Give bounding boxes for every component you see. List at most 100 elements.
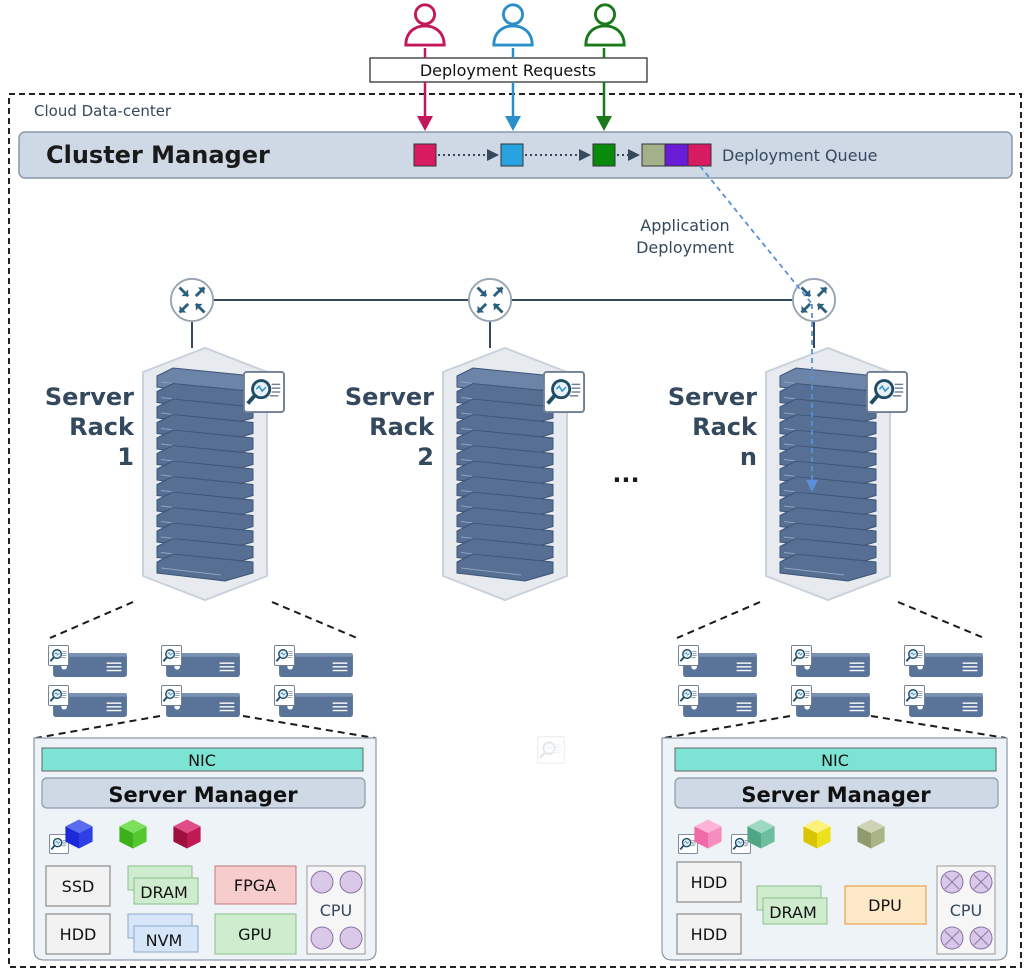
rack-label-1-line1: Server bbox=[45, 383, 134, 411]
cpu-core-icon bbox=[339, 926, 363, 950]
queue-item-blue bbox=[500, 143, 524, 167]
nic-label-right: NIC bbox=[821, 751, 849, 770]
queue-slot-magenta bbox=[687, 143, 712, 167]
request-arrows bbox=[417, 48, 612, 131]
server-monitor-icon bbox=[678, 685, 699, 706]
server-manager-label-left: Server Manager bbox=[108, 783, 298, 807]
deployment-queue-label: Deployment Queue bbox=[722, 146, 878, 165]
rack-1-server-blade bbox=[274, 645, 354, 677]
server-monitor-icon bbox=[274, 685, 295, 706]
nvm-label: NVM bbox=[146, 931, 183, 950]
gpu-box bbox=[214, 913, 297, 955]
user-icon-blue bbox=[492, 3, 534, 47]
deployment-requests-box bbox=[369, 57, 648, 83]
user-icon-green bbox=[584, 3, 626, 47]
rack-1-server-blade bbox=[161, 685, 241, 717]
rack-n-server-blade bbox=[904, 645, 984, 677]
server-monitor-icon bbox=[904, 645, 925, 666]
server-monitor-icon bbox=[274, 645, 295, 666]
nic-bar-left bbox=[41, 747, 364, 772]
user-icon-magenta bbox=[404, 3, 446, 47]
datacenter-boundary bbox=[8, 93, 1022, 968]
dpu-label: DPU bbox=[868, 896, 902, 915]
rack-n-server-blade bbox=[791, 645, 871, 677]
rack-label-2-line2: Rack bbox=[369, 413, 435, 441]
rack-label-n-line3: n bbox=[740, 443, 757, 471]
server-monitor-icon bbox=[161, 645, 182, 666]
rack-1-server-blade bbox=[48, 645, 128, 677]
server-zoom-right bbox=[663, 715, 1007, 739]
rack-label-1-line3: 1 bbox=[117, 443, 134, 471]
rack-1-monitor-icon bbox=[243, 371, 285, 413]
nic-label-left: NIC bbox=[188, 751, 216, 770]
app-deployment-arrow bbox=[699, 165, 818, 492]
rack-n-server-blade bbox=[791, 685, 871, 717]
cpu-core-disabled-icon bbox=[969, 926, 993, 950]
app-deployment-label-line2: Deployment bbox=[636, 238, 734, 257]
dpu-box bbox=[844, 885, 927, 925]
cpu-label-left: CPU bbox=[320, 901, 353, 920]
server-manager-bar-left bbox=[41, 777, 366, 809]
router-icon-1 bbox=[169, 277, 215, 323]
queue-slot-olive bbox=[641, 143, 666, 167]
cpu-core-disabled-icon bbox=[969, 870, 993, 894]
dram-label-left: DRAM bbox=[140, 883, 188, 902]
server-manager-bar-right bbox=[674, 777, 999, 809]
hdd-box-right-1 bbox=[676, 861, 742, 903]
hdd-label-right-2: HDD bbox=[691, 925, 728, 944]
rack-2-monitor-icon bbox=[543, 371, 585, 413]
rack-n-monitor-icon bbox=[866, 371, 908, 413]
router-icon-2 bbox=[467, 277, 513, 323]
rack-1 bbox=[142, 346, 285, 602]
gpu-label: GPU bbox=[238, 925, 272, 944]
server-zoom-left bbox=[35, 715, 376, 739]
server-monitor-icon bbox=[904, 685, 925, 706]
hdd-box-left bbox=[45, 913, 111, 955]
cpu-core-disabled-icon bbox=[940, 870, 964, 894]
cpu-core-icon bbox=[339, 870, 363, 894]
rack-2 bbox=[442, 346, 585, 602]
cpu-core-disabled-icon bbox=[940, 926, 964, 950]
rack-n-server-blade bbox=[678, 645, 758, 677]
rack-n bbox=[765, 346, 908, 602]
server-monitor-icon bbox=[161, 685, 182, 706]
rack-label-n-line1: Server bbox=[668, 383, 757, 411]
dram-module-right bbox=[756, 885, 828, 925]
nvm-module bbox=[127, 913, 199, 953]
hdd-box-right-2 bbox=[676, 913, 742, 955]
server-monitor-icon bbox=[678, 645, 699, 666]
rack-label-2-line1: Server bbox=[345, 383, 434, 411]
hdd-label-left: HDD bbox=[60, 925, 97, 944]
fpga-box bbox=[214, 865, 297, 905]
rack-n-server-blade bbox=[678, 685, 758, 717]
rack-1-server-blade bbox=[48, 685, 128, 717]
rack-label-2: Server Rack 2 bbox=[345, 383, 435, 471]
queue-slot-purple bbox=[664, 143, 689, 167]
deployment-queue bbox=[641, 143, 712, 167]
watermark-icon bbox=[535, 736, 567, 764]
cpu-label-right: CPU bbox=[950, 901, 983, 920]
rack-1-server-blade bbox=[161, 645, 241, 677]
rack-n-server-blade bbox=[904, 685, 984, 717]
ssd-box bbox=[45, 865, 111, 907]
ssd-label: SSD bbox=[62, 877, 95, 896]
server-detail-left: NIC Server Manager SSD HDD DRAM NVM FPGA bbox=[33, 737, 377, 961]
nic-bar-right bbox=[674, 747, 997, 772]
rack-1-server-blade bbox=[274, 685, 354, 717]
dram-module-left bbox=[127, 865, 199, 905]
server-monitor-icon bbox=[48, 645, 69, 666]
server-monitor-icon bbox=[791, 645, 812, 666]
cluster-manager-title: Cluster Manager bbox=[46, 141, 270, 169]
server-monitor-icon bbox=[48, 685, 69, 706]
rack-label-1: Server Rack 1 bbox=[45, 383, 135, 471]
rack-label-2-line3: 2 bbox=[417, 443, 434, 471]
server-detail-right: NIC Server Manager HDD HDD DRAM DPU bbox=[661, 737, 1008, 961]
router-icon-n bbox=[791, 277, 837, 323]
rack-label-1-line2: Rack bbox=[69, 413, 135, 441]
dram-label-right: DRAM bbox=[769, 903, 817, 922]
server-manager-label-right: Server Manager bbox=[741, 783, 931, 807]
server-monitor-icon bbox=[791, 685, 812, 706]
rack-label-n: Server Rack n bbox=[668, 383, 758, 471]
rack-label-n-line2: Rack bbox=[692, 413, 758, 441]
